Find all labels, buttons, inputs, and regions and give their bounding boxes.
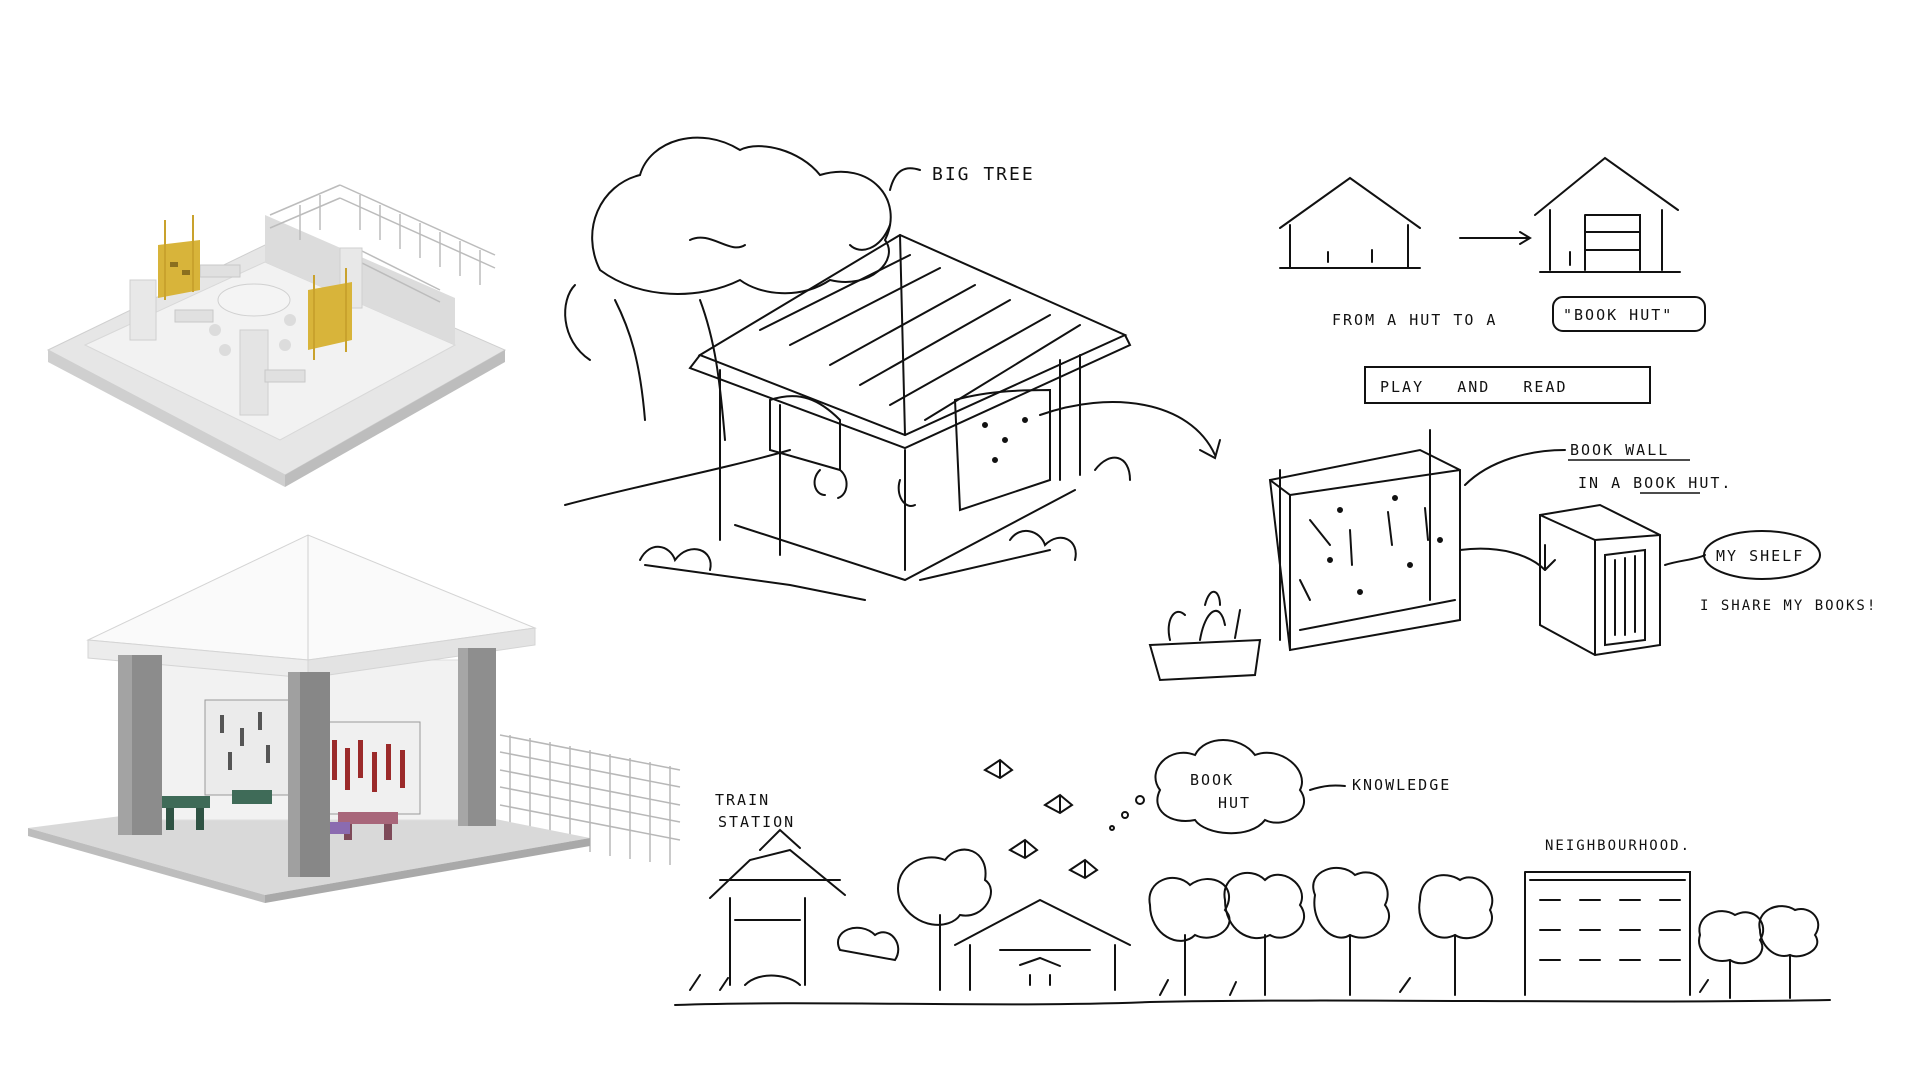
label-station: STATION xyxy=(718,813,795,831)
book-hut-quote-box: "BOOK HUT" xyxy=(1552,296,1706,332)
book-wall-right xyxy=(319,721,421,815)
label-play-and-read: PLAY AND READ xyxy=(1380,378,1568,396)
label-knowledge: KNOWLEDGE xyxy=(1352,776,1451,794)
my-shelf-bubble: MY SHELF xyxy=(1703,530,1821,580)
hut-to-book-hut-sketch xyxy=(1279,156,1681,273)
label-neighbourhood: NEIGHBOURHOOD. xyxy=(1545,838,1691,854)
label-bubble-hut: HUT xyxy=(1218,794,1251,812)
label-bubble-book: BOOK xyxy=(1190,771,1234,789)
book-wall-sketch xyxy=(1148,429,1566,682)
label-book-wall: BOOK WALL xyxy=(1570,441,1669,459)
big-tree-hut-sketch xyxy=(564,136,1221,601)
book-wall-left xyxy=(204,699,291,796)
ramp-railing xyxy=(269,184,496,303)
label-big-tree: BIG TREE xyxy=(932,164,1035,185)
label-train: TRAIN xyxy=(715,791,770,809)
perspective-hut-render xyxy=(28,534,681,903)
my-shelf-sketch xyxy=(1539,503,1706,657)
label-book-hut-quote: "BOOK HUT" xyxy=(1563,306,1673,324)
street-elevation-sketch xyxy=(674,739,1831,1006)
label-share-books: I SHARE MY BOOKS! xyxy=(1700,598,1877,614)
isometric-plan-render xyxy=(46,184,507,487)
label-my-shelf: MY SHELF xyxy=(1716,547,1804,565)
gold-book-panel-left xyxy=(158,215,200,300)
label-from-a-hut: FROM A HUT TO A xyxy=(1332,311,1497,329)
label-in-a-book-hut: IN A BOOK HUT. xyxy=(1578,474,1732,492)
play-and-read-box: PLAY AND READ xyxy=(1364,366,1651,404)
gold-book-panel-right xyxy=(308,268,352,360)
